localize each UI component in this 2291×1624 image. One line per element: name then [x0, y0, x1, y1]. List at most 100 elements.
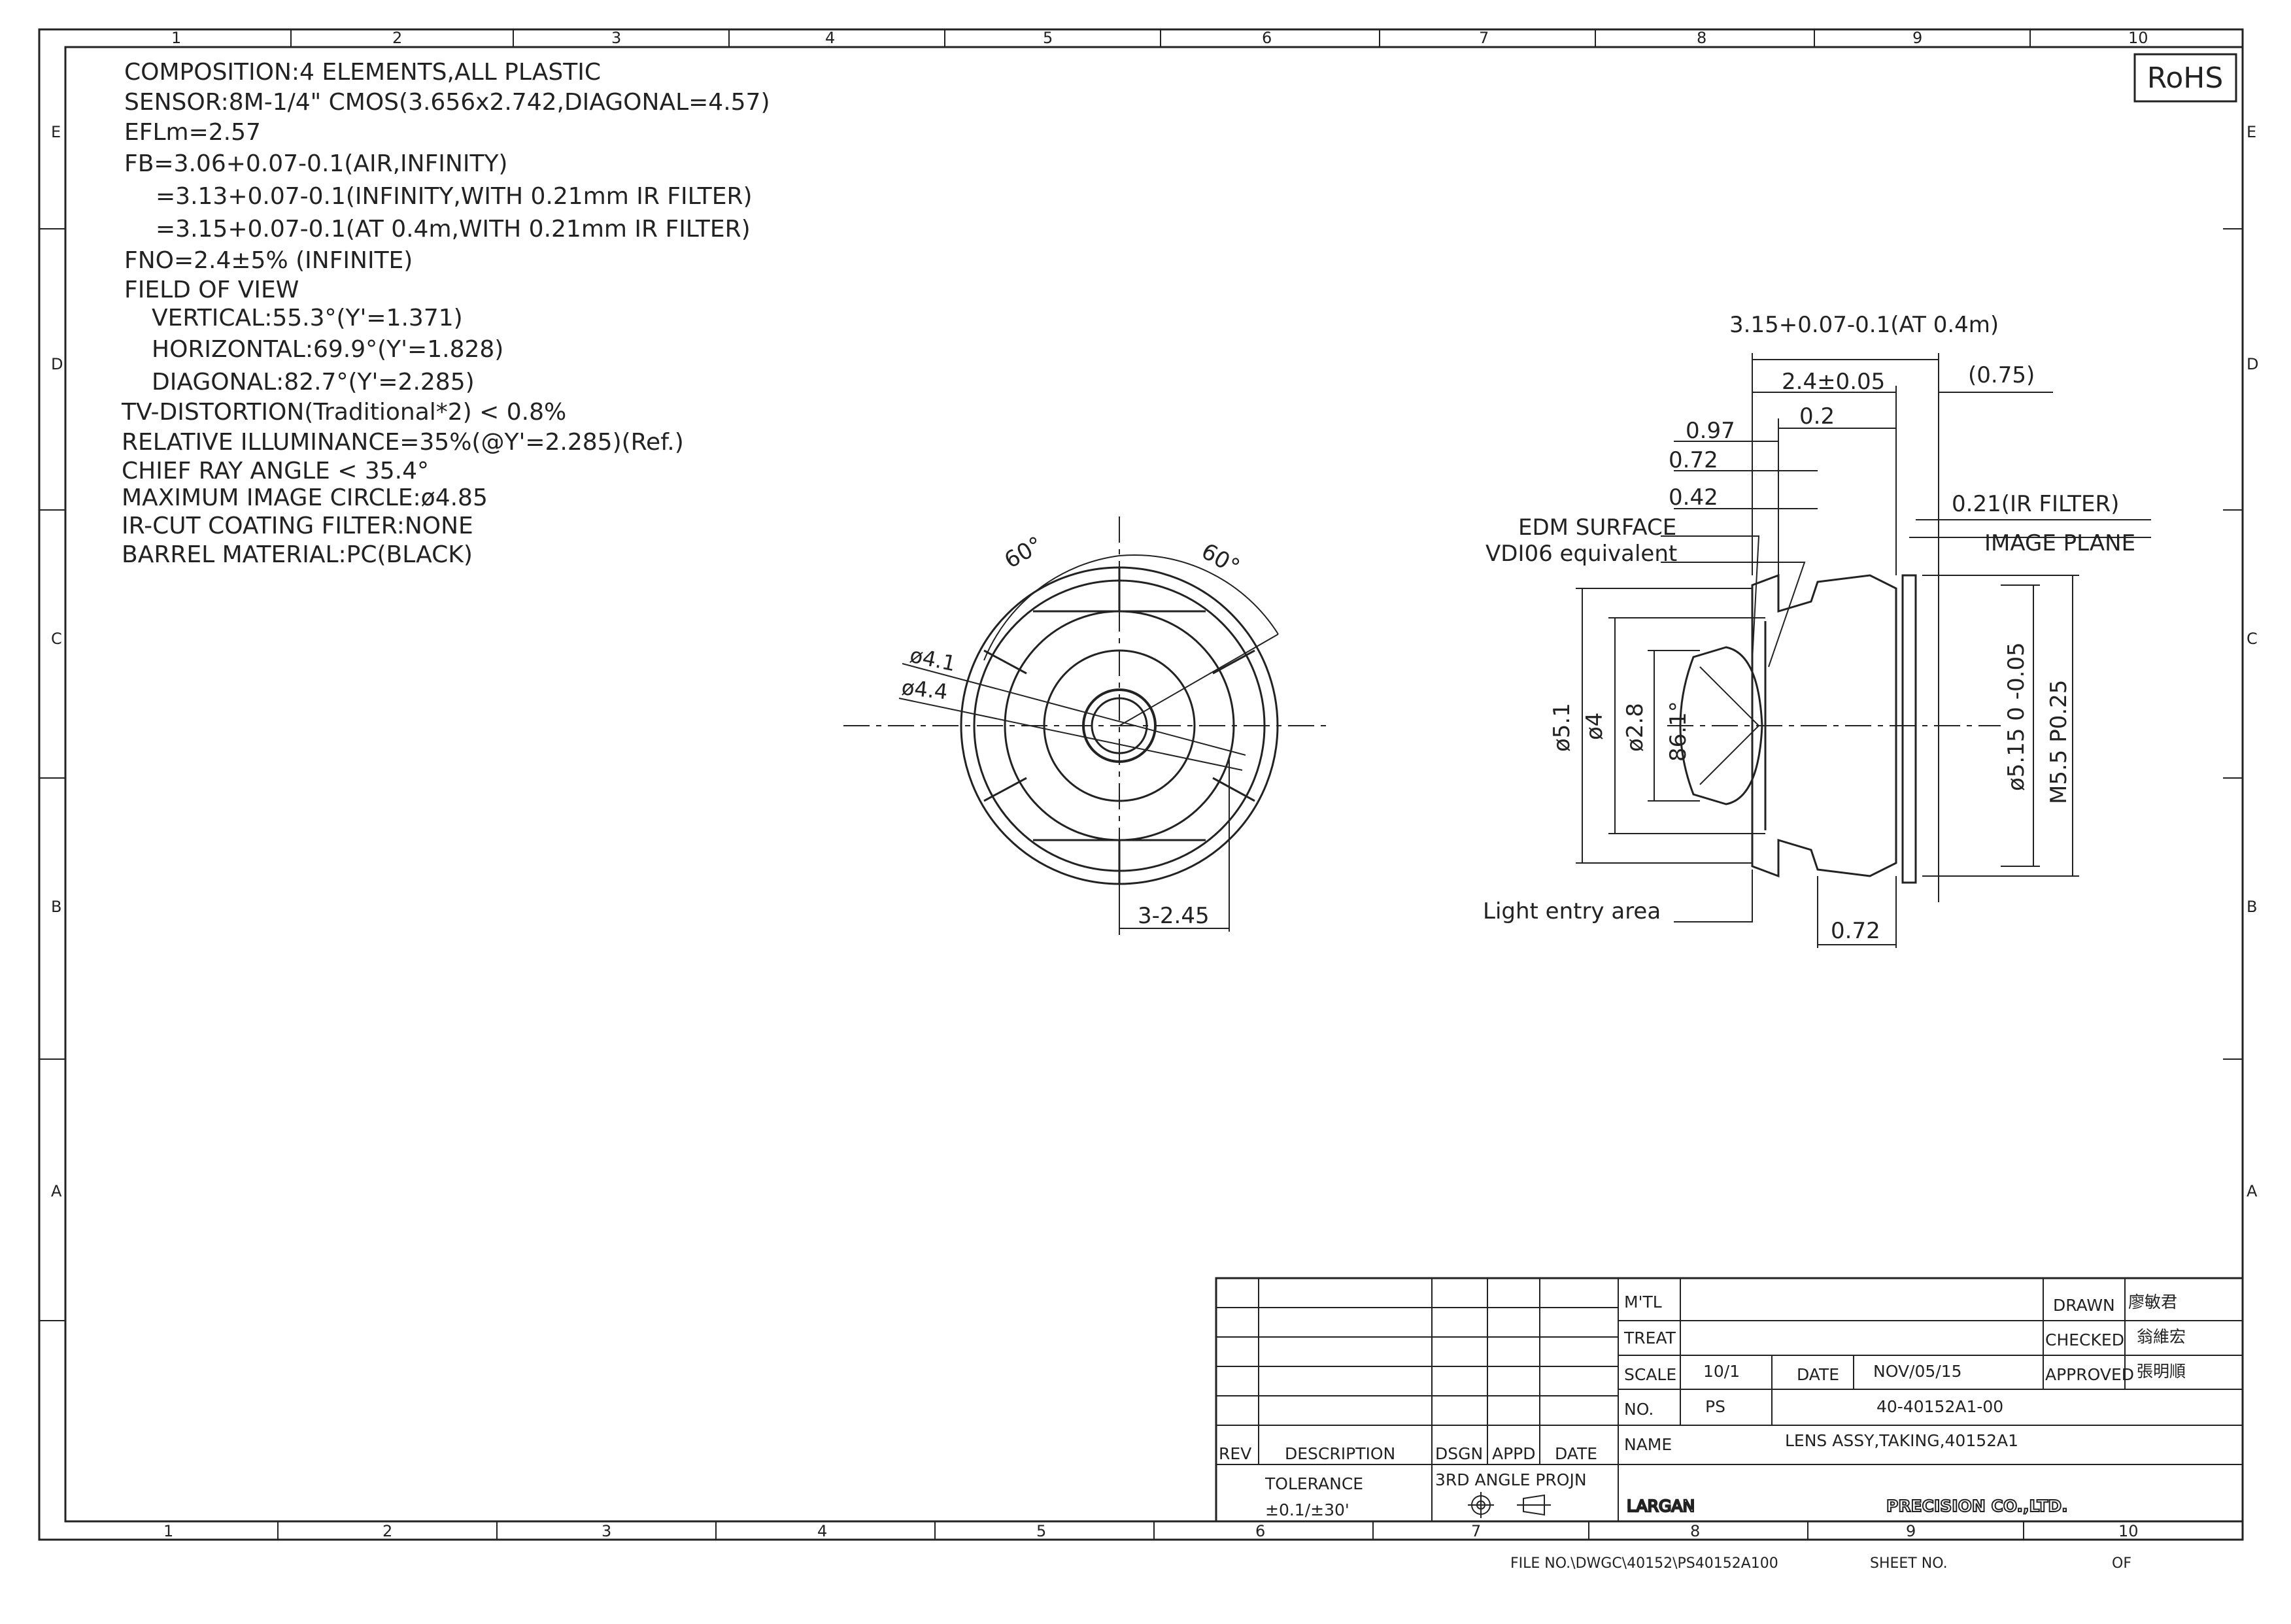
tolerance-value: ±0.1/±30' [1265, 1500, 1349, 1519]
aperture-outer [1082, 688, 1157, 763]
col-label: 3 [602, 1522, 611, 1540]
angle-right-label: 60° [1197, 538, 1244, 581]
spec-line: TV-DISTORTION(Traditional*2) < 0.8% [121, 399, 566, 426]
description-label: DESCRIPTION [1285, 1444, 1395, 1463]
spec-line: BARREL MATERIAL:PC(BLACK) [122, 541, 473, 568]
edm-leader [1661, 535, 1806, 668]
ir-filter-label: 0.21(IR FILTER) [1952, 491, 2119, 517]
spec-line: =3.13+0.07-0.1(INFINITY,WITH 0.21mm IR F… [156, 183, 753, 210]
spec-line: DIAGONAL:82.7°(Y'=2.285) [152, 369, 475, 396]
col-label: 9 [1912, 29, 1922, 47]
dia-51-label: ø5.1 [1549, 703, 1575, 752]
title-block-frame [1215, 1277, 2244, 1523]
col-label: 2 [392, 29, 402, 47]
scale-value: 10/1 [1703, 1362, 1740, 1381]
col-label: 2 [382, 1522, 392, 1540]
sheet-number-label: SHEET NO. [1870, 1555, 1948, 1572]
light-entry-leader [1674, 870, 1753, 922]
col-label: 3 [611, 29, 621, 47]
dim-51 [1576, 588, 1752, 864]
spec-line: COMPOSITION:4 ELEMENTS,ALL PLASTIC [124, 59, 601, 86]
dim-thread [1922, 575, 2079, 877]
dia-41-label: ø4.1 [908, 643, 958, 677]
edm-surface-label: EDM SURFACE [1518, 515, 1676, 541]
spec-line: CHIEF RAY ANGLE < 35.4° [122, 458, 429, 484]
angle-arc-right [1119, 554, 1279, 635]
part-name: LENS ASSY,TAKING,40152A1 [1785, 1431, 2018, 1450]
slot-dim-lines [1119, 758, 1230, 932]
checked-signature: 翁維宏 [2137, 1327, 2186, 1346]
gap-dim-label: (0.75) [1968, 362, 2035, 388]
dia-44-label: ø4.4 [900, 675, 949, 704]
row-label: B [2247, 898, 2257, 916]
col-label: 7 [1471, 1522, 1481, 1540]
dia-28-label: ø2.8 [1622, 703, 1648, 752]
mtl-label: M'TL [1624, 1293, 1662, 1311]
col-label: 10 [2118, 1522, 2139, 1540]
section-view: 3.15+0.07-0.1(AT 0.4m) 2.4±0.05 (0.75) 0… [1483, 312, 2151, 948]
scale-label: SCALE [1624, 1365, 1676, 1384]
row-label: E [51, 123, 61, 141]
slot-top [1033, 567, 1206, 613]
rohs-badge [2133, 53, 2237, 103]
row-label: C [2247, 630, 2258, 648]
row-label: C [51, 630, 62, 648]
rev-label: REV [1219, 1444, 1251, 1463]
approved-label: APPROVED [2045, 1365, 2134, 1384]
drawn-label: DRAWN [2053, 1296, 2115, 1315]
approved-signature: 張明順 [2137, 1362, 2186, 1381]
col-label: 7 [1479, 29, 1489, 47]
dim-042-label: 0.42 [1669, 484, 1718, 511]
thread-label: M5.5 P0.25 [2046, 680, 2072, 804]
dim-len [1752, 386, 2053, 575]
col-label: 4 [825, 29, 835, 47]
angle-left-label: 60° [1000, 532, 1047, 574]
checked-label: CHECKED [2045, 1330, 2124, 1349]
dim-ledger [1674, 441, 1818, 509]
date-label: DATE [1797, 1365, 1839, 1384]
dia-leader-1 [902, 663, 1246, 756]
angle-leader [1119, 634, 1279, 726]
col-label: 1 [163, 1522, 173, 1540]
spec-notes: COMPOSITION:4 ELEMENTS,ALL PLASTIC SENSO… [121, 59, 770, 568]
no-prefix: PS [1705, 1397, 1725, 1416]
spec-line: MAXIMUM IMAGE CIRCLE:ø4.85 [122, 484, 488, 511]
image-plane-label: IMAGE PLANE [1984, 530, 2135, 556]
spec-line: RELATIVE ILLUMINANCE=35%(@Y'=2.285)(Ref.… [122, 429, 684, 456]
col-label: 1 [171, 29, 181, 47]
dim-28 [1648, 650, 1700, 802]
col-label: 5 [1043, 29, 1053, 47]
sheet-of-label: OF [2112, 1555, 2131, 1572]
dim-072-bottom [1817, 876, 1897, 948]
dim-02-label: 0.2 [1799, 403, 1835, 430]
slot-dim-label: 3-2.45 [1138, 903, 1210, 929]
spec-line: SENSOR:8M-1/4" CMOS(3.656x2.742,DIAGONAL… [124, 89, 770, 116]
dim-097-label: 0.97 [1686, 418, 1735, 444]
aperture-inner [1091, 697, 1148, 754]
spec-line: VERTICAL:55.3°(Y'=1.371) [152, 305, 463, 331]
spec-line: HORIZONTAL:69.9°(Y'=1.828) [152, 336, 503, 363]
row-label: A [51, 1182, 62, 1200]
ir-filter [1901, 574, 1917, 884]
front-view: 60° 60° ø4.1 ø4.4 3-2.45 [843, 516, 1327, 935]
dsgn-label: DSGN [1435, 1444, 1483, 1463]
dia-leader-2 [898, 698, 1243, 771]
dim-fb [1752, 353, 1939, 575]
spec-line: IR-CUT COATING FILTER:NONE [122, 513, 473, 539]
dim-02 [1778, 418, 1896, 575]
lens-circle [1043, 649, 1196, 802]
col-label: 6 [1262, 29, 1272, 47]
projection-symbol-icon [1468, 1492, 1551, 1518]
front-lens [1679, 646, 1763, 805]
slot-marks [983, 649, 1255, 802]
bottom-072-label: 0.72 [1831, 918, 1880, 944]
file-number: FILE NO.\DWGC\40152\PS40152A100 [1510, 1555, 1778, 1572]
col-label: 10 [2128, 29, 2148, 47]
row-label: D [51, 355, 63, 373]
slot-bottom [1033, 839, 1206, 884]
dim-515 [2001, 584, 2040, 867]
row-label: B [51, 898, 61, 916]
part-number: 40-40152A1-00 [1876, 1397, 2003, 1416]
